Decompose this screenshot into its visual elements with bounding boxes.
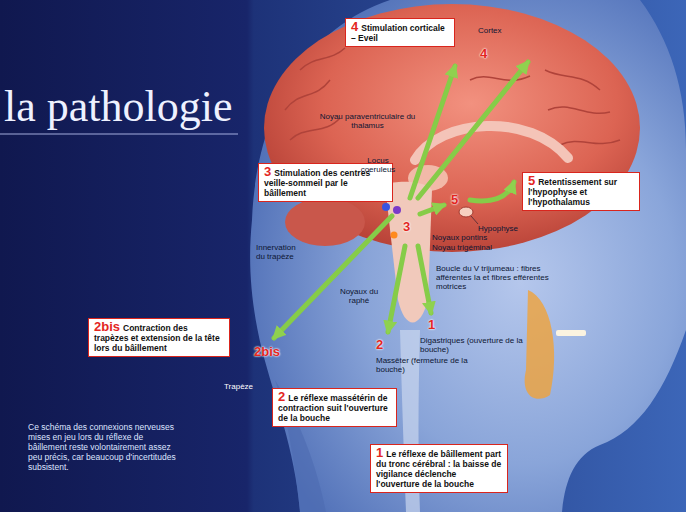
jaw-muscle bbox=[525, 290, 555, 399]
callout-number: 2bis bbox=[254, 345, 280, 359]
anatomy-label: Trapèze bbox=[224, 382, 264, 391]
callout-number: 2 bbox=[376, 338, 383, 352]
callout-number: 5 bbox=[528, 173, 535, 188]
callout-number: 5 bbox=[451, 193, 458, 207]
anatomy-label: Noyau paraventriculaire du thalamus bbox=[315, 112, 420, 130]
callout-text: Le réflexe massétérin de contraction sui… bbox=[278, 393, 388, 423]
anatomy-label: Noyau trigéminal bbox=[432, 243, 512, 252]
caption: Ce schéma des connexions nerveuses mises… bbox=[28, 422, 183, 472]
page-title: la pathologie bbox=[4, 84, 233, 130]
anatomy-label: Hypophyse bbox=[478, 224, 528, 233]
anatomy-label: Noyaux du raphé bbox=[336, 287, 382, 305]
nucleus-dot bbox=[393, 206, 401, 214]
anatomy-label: Noyaux pontins bbox=[432, 233, 512, 242]
title-rule bbox=[0, 134, 238, 135]
callout-number: 2bis bbox=[94, 319, 120, 334]
anatomy-label: Digastriques (ouverture de la bouche) bbox=[420, 336, 524, 354]
callout-text: Le réflexe de bâillement part du tronc c… bbox=[376, 449, 501, 489]
anatomy-label: Cortex bbox=[478, 26, 518, 35]
nucleus-dot bbox=[382, 203, 390, 211]
callout-text: Stimulation corticale – Eveil bbox=[351, 23, 445, 43]
cerebellum bbox=[285, 198, 365, 246]
nucleus-dot bbox=[391, 232, 398, 239]
callout-box: 2bisContraction des trapèzes et extensio… bbox=[88, 318, 230, 357]
anatomy-label: Massêter (fermeture de la bouche) bbox=[376, 356, 480, 374]
callout-number: 3 bbox=[264, 164, 271, 179]
callout-number: 4 bbox=[351, 19, 358, 34]
anatomy-label: Innervation du trapèze bbox=[256, 243, 306, 261]
callout-number: 3 bbox=[403, 220, 410, 234]
callout-text: Retentissement sur l'hypophyse et l'hypo… bbox=[528, 177, 617, 207]
callout-text: Stimulation des centres veille-sommeil p… bbox=[264, 168, 370, 198]
callout-box: 4Stimulation corticale – Eveil bbox=[345, 18, 455, 47]
teeth bbox=[556, 330, 586, 336]
callout-number: 1 bbox=[376, 445, 383, 460]
pituitary bbox=[459, 207, 473, 217]
corpus-callosum bbox=[415, 126, 568, 160]
brain bbox=[264, 4, 640, 252]
callout-box: 1Le réflexe de bâillement part du tronc … bbox=[370, 444, 508, 493]
callout-number: 1 bbox=[428, 318, 435, 332]
callout-number: 2 bbox=[278, 389, 285, 404]
callout-box: 2Le réflexe massétérin de contraction su… bbox=[272, 388, 397, 427]
callout-number: 4 bbox=[480, 47, 487, 61]
callout-box: 5Retentissement sur l'hypophyse et l'hyp… bbox=[522, 172, 640, 211]
anatomy-label: Boucle du V trijumeau : fibres afférente… bbox=[436, 264, 566, 291]
head-silhouette bbox=[250, 0, 686, 512]
anatomy-label: Locus coeruleus bbox=[355, 156, 401, 174]
